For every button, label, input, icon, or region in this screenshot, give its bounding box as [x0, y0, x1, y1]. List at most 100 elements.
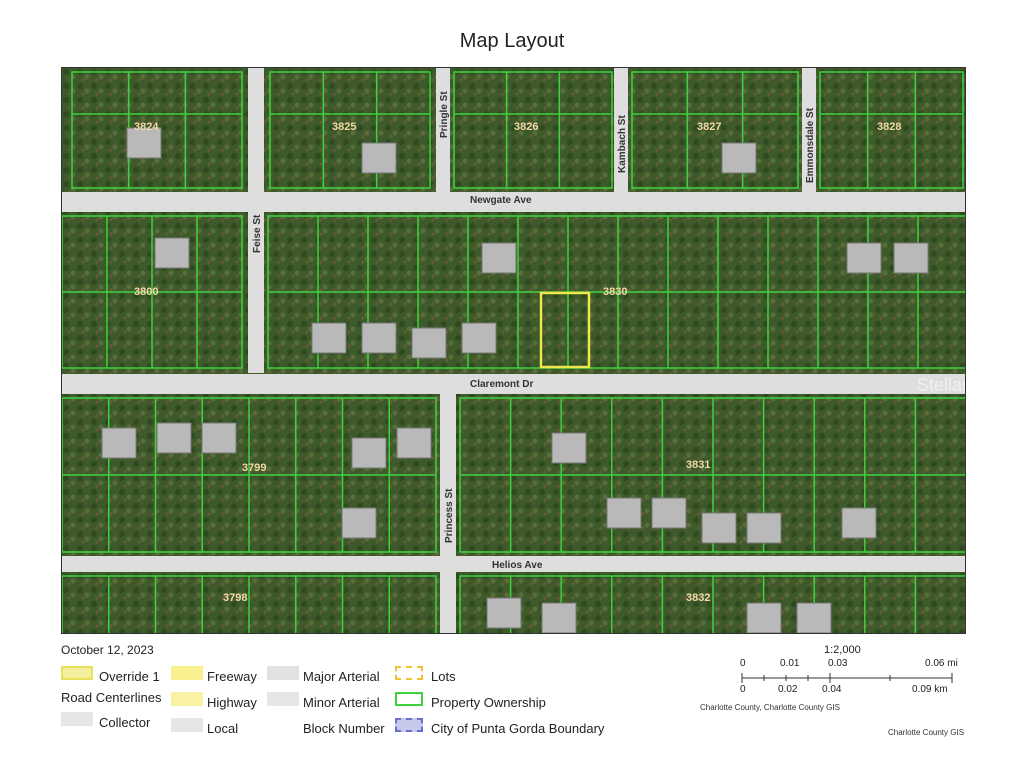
house-roof — [651, 497, 687, 529]
street-label-pringle: Pringle St — [439, 91, 450, 138]
legend-swatch-local — [171, 718, 203, 732]
road-kambach — [614, 68, 628, 193]
scale-bar-graphic — [741, 673, 953, 683]
roads — [62, 68, 965, 633]
house-roof — [746, 602, 782, 633]
house-roof — [361, 142, 397, 174]
legend-property-ownership: Property Ownership — [431, 695, 546, 710]
street-label-feise: Feise St — [252, 214, 263, 253]
block-outline — [631, 71, 799, 189]
block-outline — [71, 71, 243, 189]
scale-mi-tick: 0.01 — [780, 658, 800, 669]
block-label: 3798 — [223, 592, 247, 604]
map-canvas[interactable]: 3824 3825 3826 3827 3828 3800 3830 3799 … — [62, 68, 965, 633]
legend-city-boundary: City of Punta Gorda Boundary — [431, 721, 605, 736]
legend-override: Override 1 — [99, 669, 160, 684]
credit-right: Charlotte County GIS — [888, 728, 965, 737]
legend-road-centerlines: Road Centerlines — [61, 690, 162, 705]
scale-mi-tick: 0 — [740, 658, 746, 669]
block-outline — [453, 71, 613, 189]
road-claremont — [62, 374, 965, 394]
legend-swatch-minor-arterial — [267, 692, 299, 706]
map-title: Map Layout — [459, 30, 565, 52]
house-roof — [101, 427, 137, 459]
highlighted-lot[interactable] — [539, 291, 591, 369]
block-label: 3828 — [877, 121, 901, 133]
house-roof — [486, 597, 522, 629]
house-roof — [341, 507, 377, 539]
scale-km-tick: 0 — [740, 684, 746, 695]
house-roof — [481, 242, 517, 274]
house-roof — [846, 242, 882, 274]
legend-swatch-override — [61, 666, 93, 680]
block-label: 3824 — [134, 121, 159, 133]
legend-freeway: Freeway — [207, 669, 257, 684]
legend-swatch-property-ownership — [395, 692, 423, 706]
house-roof — [411, 327, 447, 359]
buildings — [101, 127, 929, 633]
block-outline — [269, 71, 431, 189]
house-roof — [396, 427, 432, 459]
street-label-newgate: Newgate Ave — [470, 195, 532, 206]
block-label: 3799 — [242, 462, 266, 474]
house-roof — [154, 237, 190, 269]
block-label: 3825 — [332, 121, 356, 133]
street-label-kambach: Kambach St — [617, 115, 628, 173]
street-label-helios: Helios Ave — [492, 560, 543, 571]
scale-km-tick: 0.04 — [822, 684, 842, 695]
block-labels: 3824 3825 3826 3827 3828 3800 3830 3799 … — [134, 121, 901, 604]
legend-local: Local — [207, 721, 239, 736]
house-roof — [893, 242, 929, 274]
road-emmonsdale — [802, 68, 816, 193]
block-label: 3800 — [134, 286, 158, 298]
block-label: 3831 — [686, 459, 710, 471]
house-roof — [361, 322, 397, 354]
scale-ratio: 1:2,000 — [824, 644, 861, 656]
block-label: 3827 — [697, 121, 721, 133]
street-label-emmonsdale: Emmonsdale St — [805, 107, 816, 183]
credit-left: Charlotte County, Charlotte County GIS — [700, 703, 840, 712]
road-princess — [440, 394, 456, 633]
scale-km-tick: 0.09 km — [912, 684, 948, 695]
road-newgate — [62, 192, 965, 212]
house-roof — [351, 437, 387, 469]
watermark: Stellar MLS — [917, 375, 965, 395]
map-view[interactable]: 3824 3825 3826 3827 3828 3800 3830 3799 … — [61, 67, 966, 634]
legend-swatch-city-boundary — [395, 718, 423, 732]
house-roof — [201, 422, 237, 454]
house-roof — [721, 142, 757, 174]
block-outline — [819, 71, 964, 189]
block-label: 3826 — [514, 121, 538, 133]
road-helios — [62, 556, 965, 572]
street-label-princess: Princess St — [444, 488, 455, 543]
house-roof — [841, 507, 877, 539]
legend-swatch-lots — [395, 666, 423, 680]
house-roof — [551, 432, 587, 464]
road-pringle — [436, 68, 450, 193]
map-date: October 12, 2023 — [61, 643, 154, 657]
legend-collector: Collector — [99, 715, 151, 730]
block-label: 3830 — [603, 286, 627, 298]
house-roof — [701, 512, 737, 544]
house-roof — [126, 127, 162, 159]
house-roof — [541, 602, 577, 633]
road-feise — [248, 68, 264, 373]
legend-highway: Highway — [207, 695, 257, 710]
legend-major-arterial: Major Arterial — [303, 669, 380, 684]
scale-mi-tick: 0.03 — [828, 658, 848, 669]
house-roof — [796, 602, 832, 633]
street-labels: Newgate Ave Claremont Dr Helios Ave Feis… — [252, 91, 816, 571]
house-roof — [311, 322, 347, 354]
legend-swatch-collector — [61, 712, 93, 726]
block-label: 3832 — [686, 592, 710, 604]
house-roof — [746, 512, 782, 544]
scale-km-tick: 0.02 — [778, 684, 798, 695]
legend-swatch-freeway — [171, 666, 203, 680]
street-label-claremont: Claremont Dr — [470, 379, 533, 390]
scale-mi-tick: 0.06 mi — [925, 658, 958, 669]
house-roof — [156, 422, 192, 454]
legend-swatch-major-arterial — [267, 666, 299, 680]
legend-swatch-highway — [171, 692, 203, 706]
house-roof — [606, 497, 642, 529]
house-roof — [461, 322, 497, 354]
